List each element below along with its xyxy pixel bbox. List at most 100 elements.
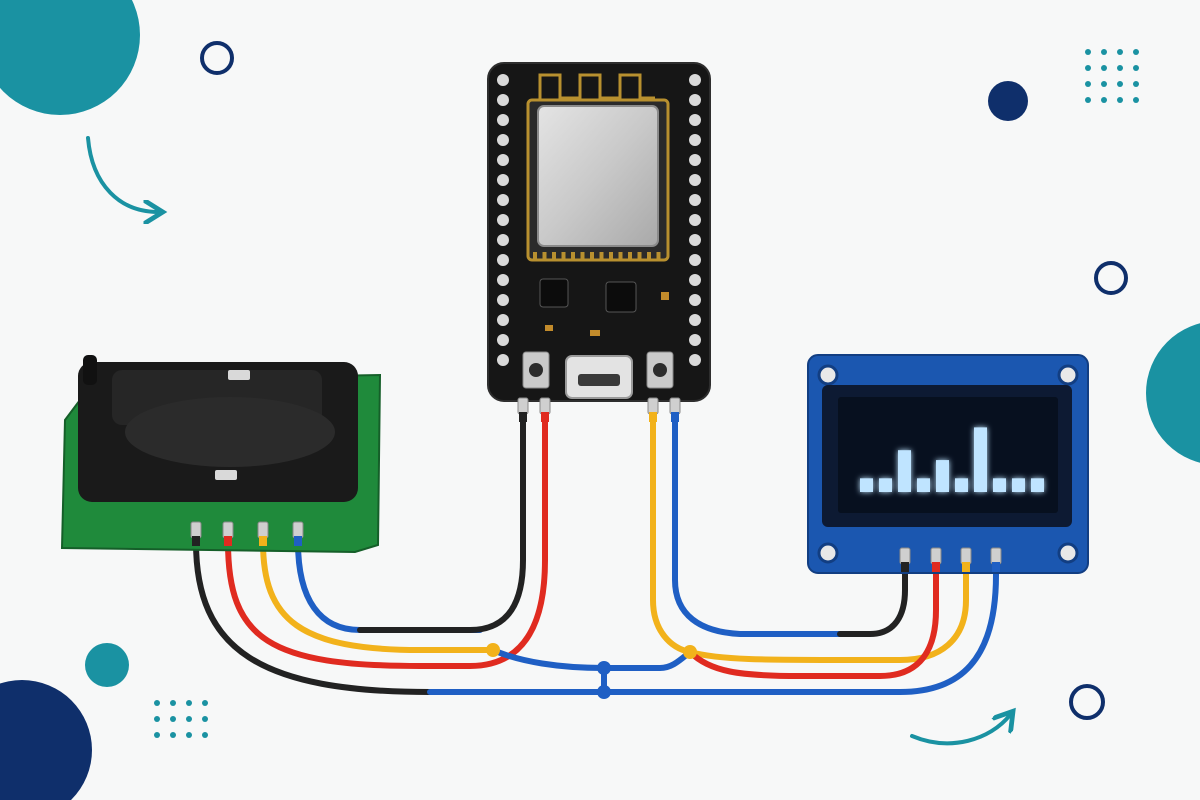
grid-dot (154, 732, 160, 738)
display-bar (1031, 478, 1044, 492)
wire-red-sensor (225, 409, 548, 669)
grid-dot (1101, 81, 1107, 87)
header-pin (517, 397, 529, 415)
grid-dot (186, 732, 192, 738)
pin-hole (689, 314, 701, 326)
grid-dot (1117, 81, 1123, 87)
pin-hole (497, 314, 509, 326)
pin-hole (497, 94, 509, 106)
module-pad (609, 252, 613, 259)
grid-dot (202, 732, 208, 738)
display-bar (917, 478, 930, 492)
header-pin (990, 547, 1002, 565)
chip-icon (539, 278, 569, 308)
pin-hole (497, 114, 509, 126)
module-pad (533, 252, 537, 259)
wires (193, 409, 999, 699)
module-pad (599, 252, 604, 259)
junction-dot (683, 645, 697, 659)
module-pad (590, 252, 594, 259)
pin-hole (689, 214, 701, 226)
wifi-module-shield (537, 105, 659, 247)
pin-hole (497, 334, 509, 346)
curved-arrow-left (86, 136, 158, 212)
wire-sleeve (932, 562, 940, 572)
grid-dot (1085, 49, 1091, 55)
outline-ring-bottom-right (1069, 684, 1105, 720)
pin-hole (689, 74, 701, 86)
wire-sleeve (992, 562, 1000, 572)
module-pad (571, 252, 575, 259)
grid-dot (154, 700, 160, 706)
boot-button-cap[interactable] (653, 363, 667, 377)
grid-dot (1117, 49, 1123, 55)
grid-dot (1085, 65, 1091, 71)
module-pad (628, 252, 632, 259)
module-pad (561, 252, 566, 259)
pin-hole (689, 334, 701, 346)
sensor-pin-header (190, 521, 304, 546)
display-bar (974, 427, 987, 492)
wire-blue-mcu (672, 409, 853, 637)
pin-hole (497, 74, 509, 86)
dot-grid-bottom-left (154, 700, 208, 738)
pin-hole (497, 254, 509, 266)
wire-yellow-sensor (260, 539, 496, 653)
microcontroller-board (487, 62, 711, 422)
pin-hole (689, 294, 701, 306)
wire-sleeve (901, 562, 909, 572)
junction-dot (597, 685, 611, 699)
grid-dot (1117, 97, 1123, 103)
reset-button-cap[interactable] (529, 363, 543, 377)
antenna-trace (538, 73, 655, 104)
wire-black-sensor-to-mcu (193, 539, 433, 695)
grid-dot (1101, 97, 1107, 103)
grid-dot (1133, 65, 1139, 71)
outline-ring-top-left (200, 41, 234, 75)
pin-hole (689, 114, 701, 126)
header-pin (539, 397, 551, 415)
pin-hole (497, 234, 509, 246)
header-pin (899, 547, 911, 565)
navy-circle-bottom-left (0, 680, 92, 800)
grid-dot (1117, 65, 1123, 71)
grid-dot (170, 716, 176, 722)
mcu-pin-holes (497, 74, 701, 366)
grid-dot (1133, 97, 1139, 103)
wire-red-to-display (687, 563, 939, 679)
teal-circle-bottom-left (85, 643, 129, 687)
module-pad (656, 252, 661, 259)
wire-sleeve (649, 412, 657, 422)
pin-hole (689, 134, 701, 146)
teal-circle-top-left (0, 0, 140, 115)
module-pad (618, 252, 623, 259)
grid-dot (186, 716, 192, 722)
grid-dot (186, 700, 192, 706)
display-bar (879, 478, 892, 492)
grid-dot (1133, 49, 1139, 55)
mounting-hole (1057, 364, 1079, 386)
module-pad (580, 252, 585, 259)
display-bar (936, 460, 949, 492)
smd-component (590, 330, 600, 336)
pin-hole (689, 234, 701, 246)
display-bar (993, 478, 1006, 492)
pin-hole (689, 194, 701, 206)
grid-dot (1085, 81, 1091, 87)
chip-icon (605, 281, 637, 313)
wire-yellow-mcu (650, 409, 693, 655)
grid-dot (154, 716, 160, 722)
display-screen (838, 397, 1058, 513)
dot-grid-top-right (1085, 49, 1139, 103)
header-pin (669, 397, 681, 415)
wire-blue-sensor (295, 539, 483, 633)
pin-hole (497, 154, 509, 166)
display-bar (898, 450, 911, 492)
pin-hole (689, 254, 701, 266)
mounting-hole (817, 364, 839, 386)
outline-ring-right (1094, 261, 1128, 295)
mounting-hole (817, 542, 839, 564)
